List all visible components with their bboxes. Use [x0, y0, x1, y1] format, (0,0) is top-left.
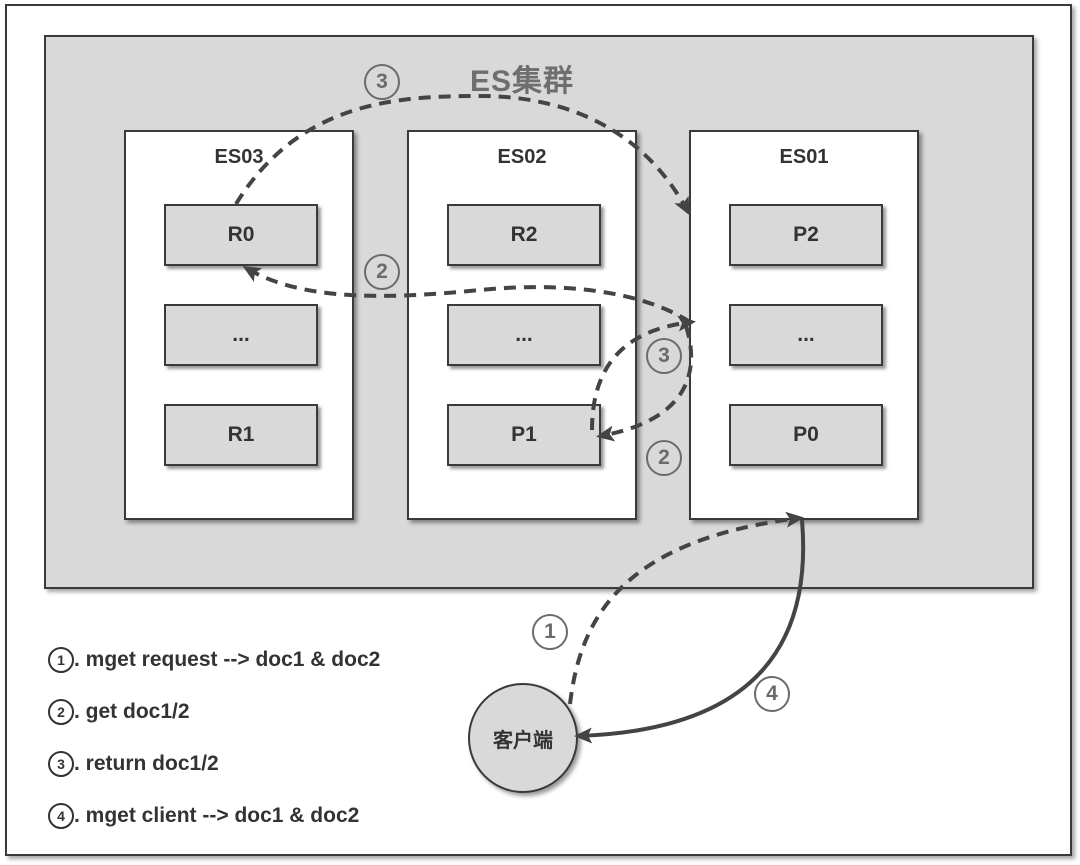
legend-text: . mget request --> doc1 & doc2 [74, 648, 381, 671]
step-marker-four: 4 [754, 676, 790, 712]
legend-number: 3 [48, 751, 74, 778]
shard-placeholder: ... [164, 304, 318, 366]
step-marker-three: 3 [646, 338, 682, 374]
step-marker-two: 2 [646, 440, 682, 476]
shard-placeholder: ... [729, 304, 883, 366]
shard-r2: R2 [447, 204, 601, 266]
legend: 1. mget request --> doc1 & doc2 2. get d… [48, 634, 380, 842]
cluster-title: ES集群 [470, 65, 575, 98]
node-title: ES03 [214, 146, 264, 168]
legend-number: 2 [48, 699, 74, 726]
shard-p2: P2 [729, 204, 883, 266]
node-title: ES01 [779, 146, 829, 168]
step-marker-two: 2 [364, 254, 400, 290]
legend-item: 4. mget client --> doc1 & doc2 [48, 790, 380, 842]
legend-item: 3. return doc1/2 [48, 738, 380, 790]
node-es03: ES03 R0 ... R1 [124, 130, 354, 520]
legend-number: 1 [48, 647, 74, 674]
node-es01: ES01 P2 ... P0 [689, 130, 919, 520]
node-es02: ES02 R2 ... P1 [407, 130, 637, 520]
shard-r1: R1 [164, 404, 318, 466]
legend-item: 1. mget request --> doc1 & doc2 [48, 634, 380, 686]
shard-p0: P0 [729, 404, 883, 466]
legend-item: 2. get doc1/2 [48, 686, 380, 738]
shard-r0: R0 [164, 204, 318, 266]
shard-placeholder: ... [447, 304, 601, 366]
step-marker-three: 3 [364, 64, 400, 100]
node-title: ES02 [497, 146, 547, 168]
shard-p1: P1 [447, 404, 601, 466]
legend-text: . get doc1/2 [74, 700, 190, 723]
legend-number: 4 [48, 803, 74, 830]
step-marker-one: 1 [532, 614, 568, 650]
client-node: 客户端 [468, 683, 578, 793]
legend-text: . mget client --> doc1 & doc2 [74, 804, 360, 827]
legend-text: . return doc1/2 [74, 752, 219, 775]
